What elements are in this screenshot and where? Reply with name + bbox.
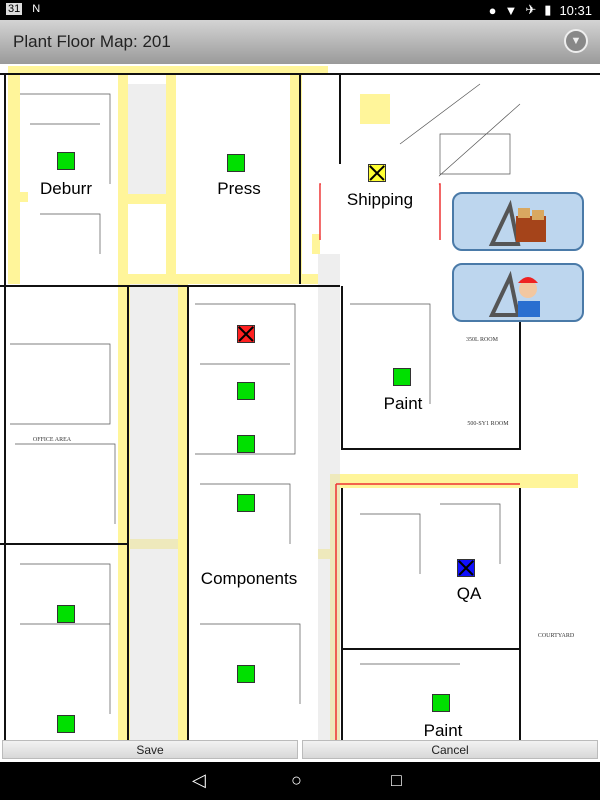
room-label-paint-2: Paint <box>423 721 463 740</box>
label-courtyard: COURTYARD <box>537 633 575 639</box>
status-marker-ok[interactable] <box>237 382 255 400</box>
wifi-icon: ▼ <box>504 2 518 18</box>
page-title: Plant Floor Map: 201 <box>13 32 171 51</box>
room-label-deburr: Deburr <box>40 179 92 198</box>
room-label-press: Press <box>217 179 261 198</box>
clock: 10:31 <box>559 2 592 18</box>
status-marker-ok[interactable] <box>237 665 255 683</box>
status-bar: 31 N ● ▼ ✈ ▮ 10:31 <box>0 0 600 20</box>
status-marker-ok[interactable] <box>237 435 255 453</box>
save-button[interactable]: Save <box>2 740 298 759</box>
n-icon: N <box>32 3 41 15</box>
status-marker-ok[interactable] <box>57 605 75 623</box>
floor-map[interactable]: Deburr Press Shipping Paint Components Q… <box>0 64 600 740</box>
back-icon[interactable]: ◁ <box>192 770 206 790</box>
room-label-qa: QA <box>456 584 482 603</box>
status-marker-error[interactable] <box>237 325 255 343</box>
app-bar: Plant Floor Map: 201 ▼ <box>0 20 600 64</box>
status-marker-warning[interactable] <box>368 164 386 182</box>
room-label-shipping: Shipping <box>320 164 440 236</box>
label-350l-room: 350L ROOM <box>466 337 498 343</box>
inventory-box-icon <box>488 200 546 246</box>
room-label-components: Components <box>200 569 298 589</box>
cancel-button[interactable]: Cancel <box>302 740 598 759</box>
calendar-icon: 31 <box>6 3 23 15</box>
battery-icon: ▮ <box>544 2 552 17</box>
room-label-paint: Paint <box>383 394 423 413</box>
status-marker-ok[interactable] <box>57 152 75 170</box>
label-office-area: OFFICE AREA <box>32 437 72 443</box>
status-marker-ok[interactable] <box>227 154 245 172</box>
inventory-button[interactable] <box>452 192 584 251</box>
floor-plan-drawing <box>0 66 600 740</box>
action-bar: Save Cancel <box>0 740 600 762</box>
status-marker-info[interactable] <box>457 559 475 577</box>
worker-button[interactable] <box>452 263 584 322</box>
status-marker-ok[interactable] <box>393 368 411 386</box>
chevron-down-circle-icon[interactable]: ▼ <box>564 29 588 53</box>
status-marker-ok[interactable] <box>432 694 450 712</box>
airplane-icon: ✈ <box>525 2 537 17</box>
worker-icon <box>488 271 540 317</box>
status-marker-ok[interactable] <box>237 494 255 512</box>
recents-icon[interactable]: □ <box>391 770 402 790</box>
label-500-sy1-room: 500-SY1 ROOM <box>467 421 509 427</box>
navigation-bar: ◁ ○ □ <box>0 762 600 800</box>
home-icon[interactable]: ○ <box>291 770 302 790</box>
status-marker-ok[interactable] <box>57 715 75 733</box>
dnd-icon: ● <box>488 2 497 18</box>
